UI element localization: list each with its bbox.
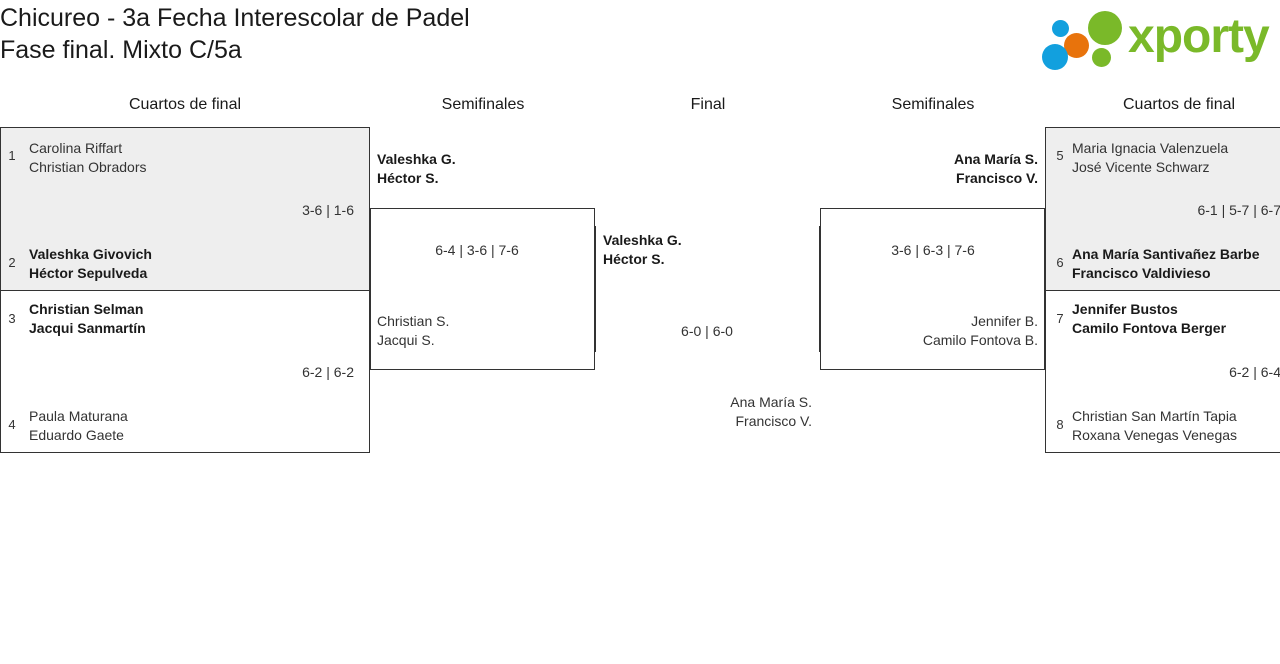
sf-right-team-bottom-player1: Jennifer B.: [971, 313, 1038, 329]
match-score: 6-1 | 5-7 | 6-7: [1197, 202, 1280, 218]
team-top-player2: José Vicente Schwarz: [1072, 159, 1210, 175]
team-bottom-player2: Eduardo Gaete: [29, 427, 124, 443]
final-team-bottom-player1: Ana María S.: [730, 394, 812, 410]
sf-left-match-score: 6-4 | 3-6 | 7-6: [435, 242, 519, 258]
team-bottom-player1: Christian San Martín Tapia: [1072, 408, 1237, 424]
sf-left-team-bottom-player2: Jacqui S.: [377, 332, 435, 348]
seed-number-bottom: 2: [8, 255, 16, 270]
team-bottom-player2: Héctor Sepulveda: [29, 265, 148, 281]
match-qf2[interactable]: 3 Christian Selman Jacqui Sanmartín 6-2 …: [0, 290, 370, 453]
match-final[interactable]: [595, 226, 820, 352]
page-title: Chicureo - 3a Fecha Interescolar de Pade…: [0, 4, 470, 64]
logo-dot-green-large: [1088, 11, 1122, 45]
match-score: 6-2 | 6-4: [1229, 364, 1280, 380]
seed-number-top: 1: [8, 148, 16, 163]
team-bottom-player1: Ana María Santivañez Barbe: [1072, 246, 1260, 262]
team-bottom-player1: Valeshka Givovich: [29, 246, 152, 262]
team-top-player1: Christian Selman: [29, 301, 144, 317]
logo-dot-blue-large: [1042, 44, 1068, 70]
team-bottom-player2: Francisco Valdivieso: [1072, 265, 1211, 281]
sf-right-team-top-player2: Francisco V.: [956, 170, 1038, 186]
team-top-player1: Maria Ignacia Valenzuela: [1072, 140, 1229, 156]
seed-number-top: 5: [1056, 148, 1064, 163]
team-bottom-player2: Roxana Venegas Venegas: [1072, 427, 1238, 443]
final-team-top-player2: Héctor S.: [603, 251, 665, 267]
sf-right-team-top-player1: Ana María S.: [953, 151, 1038, 167]
round-header-qf-left: Cuartos de final: [128, 96, 242, 113]
seed-number-top: 3: [8, 311, 16, 326]
round-header-final: Final: [690, 96, 726, 113]
final-team-top-player1: Valeshka G.: [603, 232, 682, 248]
team-top-player2: Jacqui Sanmartín: [29, 320, 146, 336]
match-qf1[interactable]: 1 Carolina Riffart Christian Obradors 3-…: [0, 127, 370, 291]
match-qf4[interactable]: 7 Jennifer Bustos Camilo Fontova Berger …: [1045, 290, 1280, 453]
logo-wordmark: xporty: [1128, 10, 1270, 63]
seed-number-bottom: 8: [1056, 417, 1064, 432]
team-bottom-player1: Paula Maturana: [29, 408, 128, 424]
sf-left-team-top-player1: Valeshka G.: [377, 151, 456, 167]
final-team-bottom-player2: Francisco V.: [735, 413, 812, 429]
sf-right-team-bottom-player2: Camilo Fontova B.: [922, 332, 1038, 348]
round-header-sf-right: Semifinales: [891, 96, 975, 113]
sf-right-match-score: 3-6 | 6-3 | 7-6: [891, 242, 975, 258]
round-header-qf-right: Cuartos de final: [1123, 96, 1236, 113]
team-top-player1: Jennifer Bustos: [1072, 301, 1178, 317]
match-score: 6-2 | 6-2: [302, 364, 354, 380]
xporty-logo[interactable]: xporty: [1042, 8, 1274, 70]
sf-left-team-bottom-player1: Christian S.: [377, 313, 450, 329]
team-top-player2: Christian Obradors: [29, 159, 147, 175]
logo-dot-orange: [1064, 33, 1089, 58]
logo-dot-green-small: [1092, 48, 1111, 67]
sf-left-team-top-player2: Héctor S.: [377, 170, 439, 186]
seed-number-top: 7: [1056, 311, 1064, 326]
team-top-player1: Carolina Riffart: [29, 140, 123, 156]
round-header-sf-left: Semifinales: [441, 96, 525, 113]
match-sf-right[interactable]: [820, 208, 1045, 370]
logo-dot-blue-small: [1052, 20, 1069, 37]
final-match-score: 6-0 | 6-0: [681, 323, 733, 339]
team-top-player2: Camilo Fontova Berger: [1072, 320, 1227, 336]
match-qf3[interactable]: 5 Maria Ignacia Valenzuela José Vicente …: [1045, 127, 1280, 291]
seed-number-bottom: 6: [1056, 255, 1064, 270]
match-sf-left[interactable]: [370, 208, 595, 370]
match-score: 3-6 | 1-6: [302, 202, 354, 218]
seed-number-bottom: 4: [8, 417, 16, 432]
